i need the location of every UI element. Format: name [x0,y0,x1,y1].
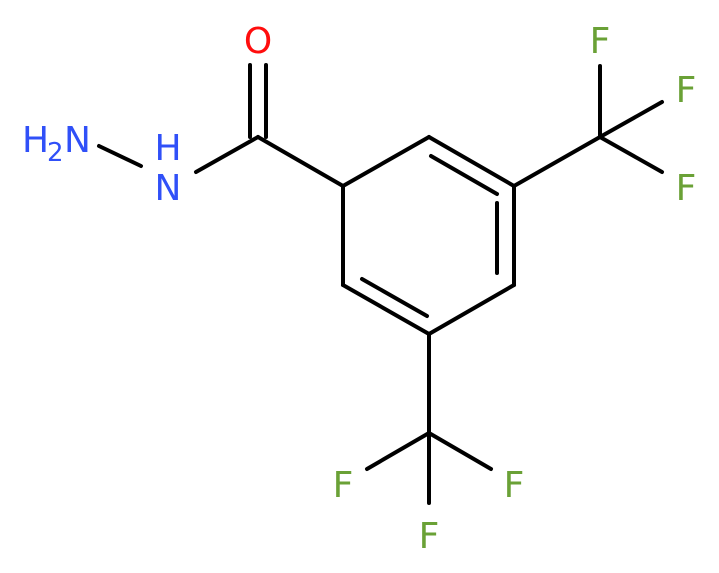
fluorine-label: F [676,168,697,209]
atom-labels: O H N H 2 N F F F F F F [22,21,696,557]
c-f-bond [598,100,664,139]
amine-hydrogen-label: H [22,120,49,161]
bond-group [97,63,664,505]
fluorine-label: F [590,21,611,62]
ring-double-bond [360,277,429,318]
oxygen-label: O [244,21,272,62]
ring-bond [341,135,431,188]
ring-cf3-bond [512,135,602,188]
fluorine-label: F [419,516,440,557]
c-f-bond [365,431,431,471]
ring-bond [427,135,516,188]
c-f-bond [427,431,493,471]
nh-hydrogen-label: H [154,128,181,169]
n-n-bond [97,144,143,168]
fluorine-label: F [676,70,697,111]
ring-bond [427,283,516,336]
fluorine-label: F [333,465,354,506]
fluorine-label: F [504,465,525,506]
amine-nitrogen-label: N [64,120,91,161]
ring-double-bond [429,154,499,196]
c-f-bond [598,135,664,174]
amine-hydrogen-count: 2 [47,138,64,168]
ring-bond [341,283,431,336]
c-n-bond [194,135,260,174]
nh-nitrogen-label: N [155,168,182,209]
carbonyl-bond [256,135,345,188]
